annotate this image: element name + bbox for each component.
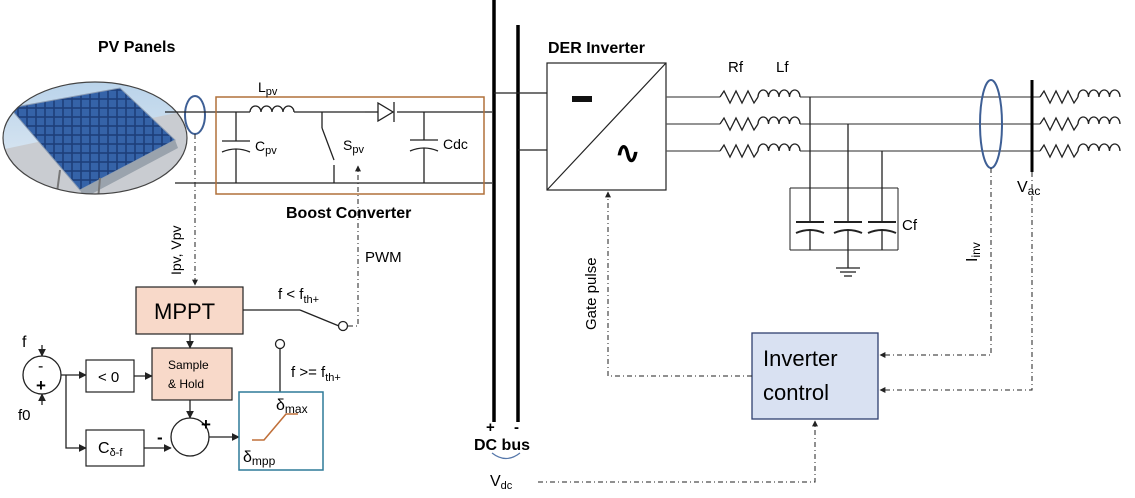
f-lt-label: f < fth+ xyxy=(278,286,319,306)
dc-bus-label: DC bus xyxy=(474,437,530,454)
inverter-control-line2: control xyxy=(763,380,829,405)
vdc-feedback xyxy=(538,420,818,483)
inverter-control-line1: Inverter xyxy=(763,346,838,371)
selector-switch xyxy=(299,309,340,327)
sum2-plus: + xyxy=(201,415,211,434)
gate-pulse-label: Gate pulse xyxy=(583,257,600,330)
sum1-minus: - xyxy=(38,358,43,375)
switch-contact-lower xyxy=(274,338,286,350)
gate-pulse-line xyxy=(605,191,752,377)
pv-current-sensor xyxy=(184,95,206,135)
pv-panels-label: PV Panels xyxy=(98,39,175,56)
inverter-ac-symbol: ∿ xyxy=(615,137,640,170)
spv-label: Spv xyxy=(343,137,364,156)
f-input-label: f xyxy=(22,334,27,351)
inverter-dc-symbol xyxy=(572,96,592,102)
rf-label: Rf xyxy=(728,59,744,76)
mppt-label: MPPT xyxy=(154,299,215,324)
delta-mpp-label: δmpp xyxy=(243,449,276,468)
sample-hold-line2: & Hold xyxy=(168,377,204,391)
vac-label: Vac xyxy=(1017,179,1040,198)
lf-inductors xyxy=(757,89,801,152)
lpv-inductor xyxy=(249,105,295,113)
pwm-label: PWM xyxy=(365,249,402,266)
der-inverter-label: DER Inverter xyxy=(548,40,645,57)
iinv-label: Iinv xyxy=(964,242,983,262)
boost-converter-box xyxy=(215,96,485,195)
grid-rl-impedance xyxy=(1039,89,1121,159)
cdc-label: Cdc xyxy=(443,136,468,152)
less-than-zero-label: < 0 xyxy=(98,369,119,386)
dc-bus-plus: + xyxy=(486,419,495,436)
to-gain-arrow xyxy=(65,375,87,452)
lpv-label: Lpv xyxy=(258,79,278,98)
cf-label: Cf xyxy=(902,217,918,234)
iinv-feedback xyxy=(879,168,992,358)
lf-label: Lf xyxy=(776,59,789,76)
dc-bus-voltage-arc xyxy=(491,452,521,460)
sample-hold-line1: Sample xyxy=(168,358,209,372)
delta-max-label: δmax xyxy=(276,397,308,416)
vdc-label: Vdc xyxy=(490,473,513,492)
c-delta-f-label: Cδ-f xyxy=(98,440,123,459)
ipv-vpv-label: Ipv, Vpv xyxy=(168,225,184,275)
rf-resistors xyxy=(719,89,759,159)
cdc-capacitor xyxy=(409,112,439,183)
vac-feedback xyxy=(879,172,1033,393)
ac-three-phase-lines xyxy=(666,96,1040,152)
dc-bus-minus: - xyxy=(514,419,519,436)
switch-contact-out xyxy=(337,320,349,332)
cpv-capacitor xyxy=(221,112,251,183)
delta-limiter-block xyxy=(238,391,324,471)
boost-converter-label: Boost Converter xyxy=(286,205,411,222)
less-than-zero-block xyxy=(85,359,135,393)
sample-hold-block xyxy=(151,347,233,401)
pwm-line xyxy=(348,165,361,327)
ground-icon xyxy=(836,267,860,277)
boost-diode xyxy=(365,101,395,123)
cf-capacitors xyxy=(789,97,899,268)
inverter-diagonal xyxy=(546,62,667,191)
limiter-ramp xyxy=(252,413,298,441)
cpv-label: Cpv xyxy=(255,138,277,157)
pv-panel-image xyxy=(2,81,188,195)
inverter-control-box xyxy=(751,332,879,420)
sum2-minus: - xyxy=(157,428,163,447)
mppt-box xyxy=(135,286,244,335)
spv-switch xyxy=(321,112,335,183)
f-ge-label: f >= fth+ xyxy=(291,364,341,384)
sum1-plus: + xyxy=(36,376,46,395)
f0-input-label: f0 xyxy=(18,407,31,424)
